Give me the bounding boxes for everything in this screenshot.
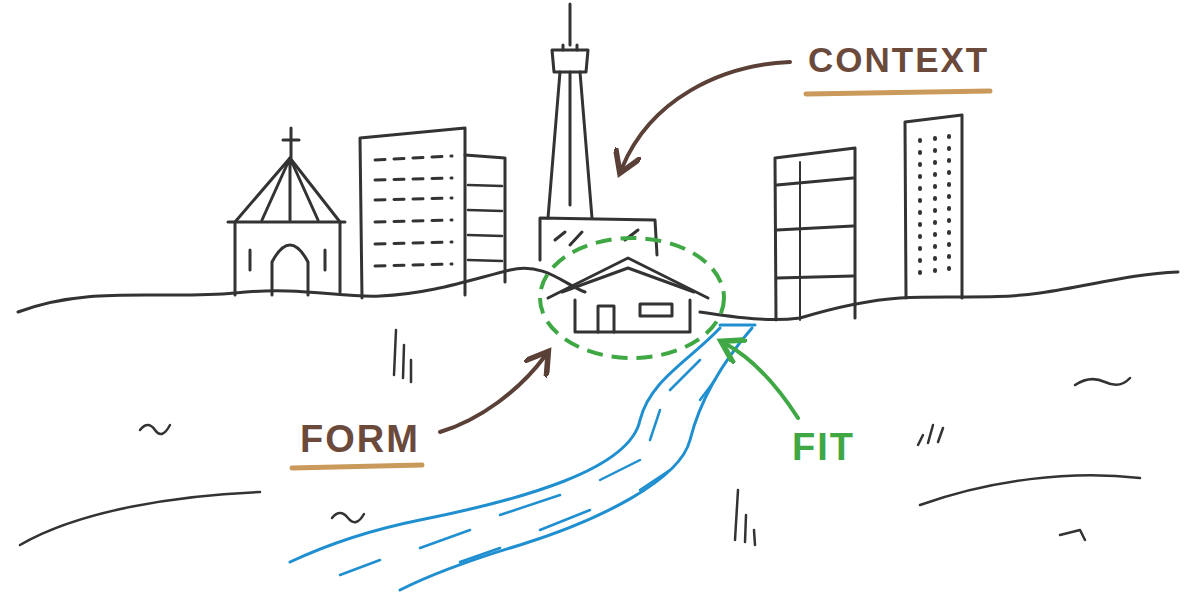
office-tower bbox=[360, 128, 505, 298]
church bbox=[228, 128, 345, 295]
house bbox=[548, 258, 708, 332]
underline bbox=[806, 91, 990, 94]
leader-arrow bbox=[726, 344, 798, 418]
underline bbox=[292, 465, 422, 468]
callout-label: FIT bbox=[792, 428, 855, 466]
leader-arrow bbox=[622, 62, 790, 168]
leader-arrow bbox=[440, 356, 545, 432]
office-tower bbox=[775, 115, 962, 320]
fit-circle bbox=[540, 238, 724, 358]
callout-label: FORM bbox=[300, 420, 420, 458]
river bbox=[290, 325, 755, 590]
cn-tower bbox=[540, 4, 657, 260]
callout-label: CONTEXT bbox=[808, 42, 989, 77]
